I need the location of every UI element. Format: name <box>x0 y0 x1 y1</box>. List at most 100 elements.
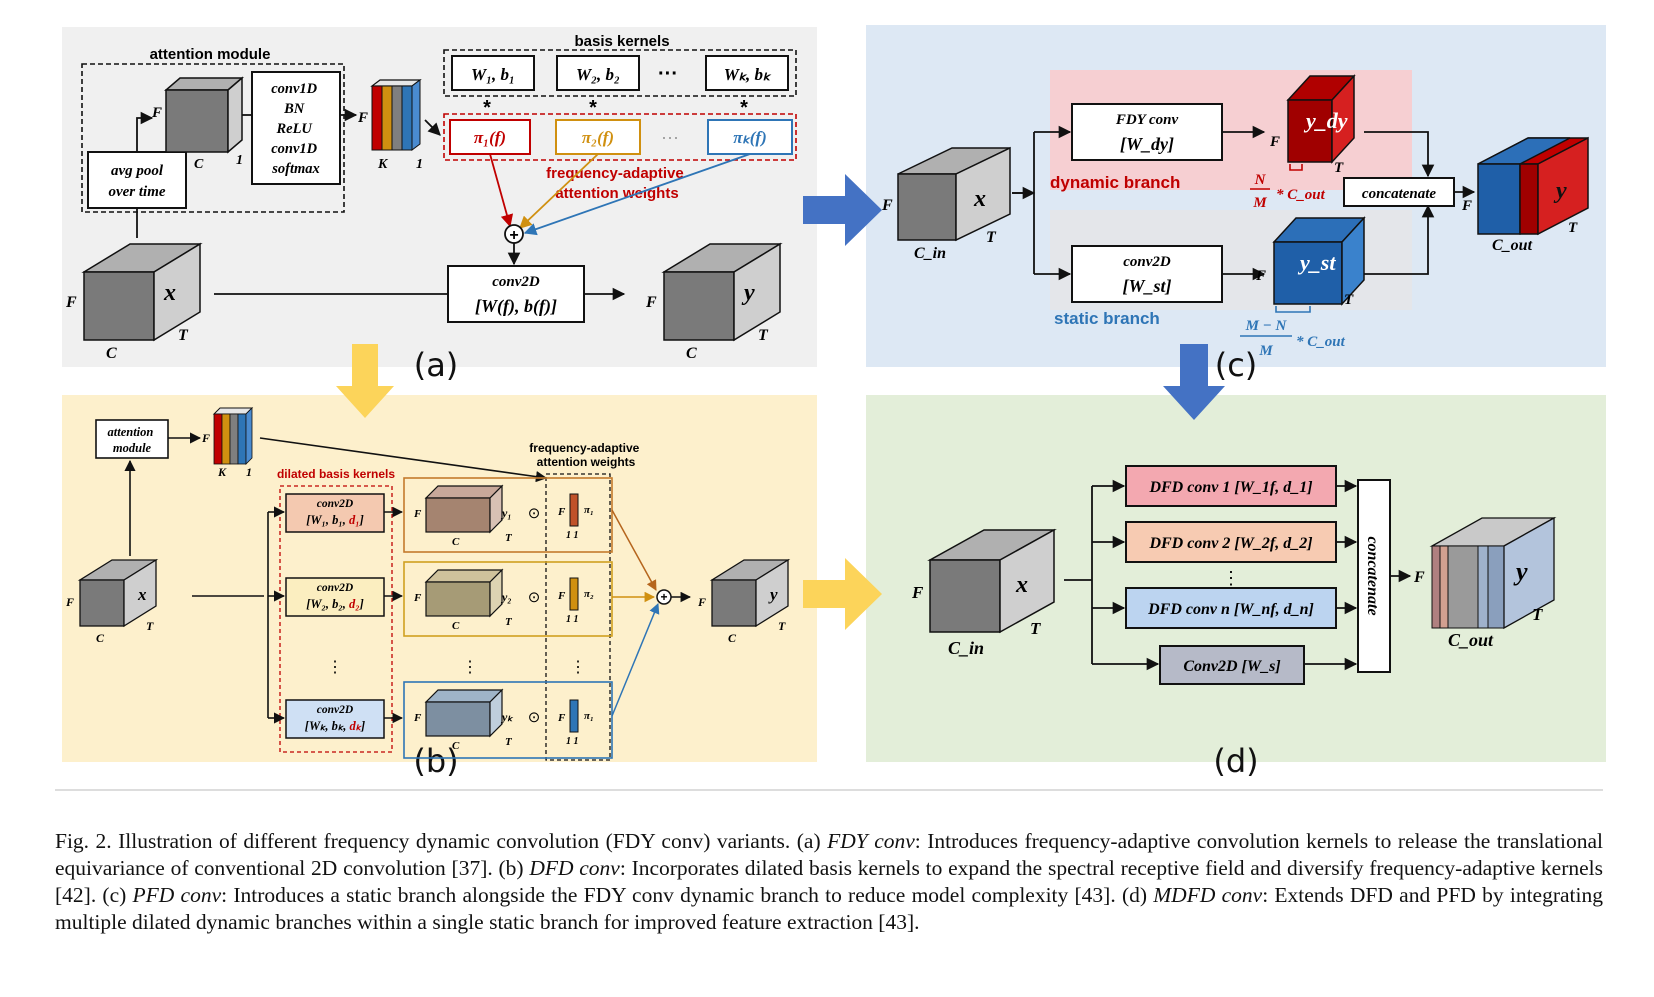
vdots-d: ⋮ <box>1222 568 1240 588</box>
caption-c-text: : Introduces a static branch alongside t… <box>221 883 1154 907</box>
caption-lead: Fig. 2. Illustration of different freque… <box>55 829 828 853</box>
conv-stack-3: ReLU <box>275 121 313 137</box>
row1-pi-bar <box>569 493 579 527</box>
caption-d-name: MDFD conv <box>1153 883 1263 907</box>
caption-a-name: FDY conv <box>827 829 915 853</box>
row1-params: [W₁, b₁, <box>306 513 349 527</box>
cube-ay-C: C <box>686 345 697 362</box>
dilated-kernel-k <box>285 699 385 739</box>
kernel-1-label: W₁, b₁ <box>471 65 515 84</box>
y-dy-cube <box>1286 74 1356 164</box>
rowk-pi-bar <box>569 699 579 733</box>
output-cube-d <box>1429 516 1557 630</box>
avg-pool-line-1: avg pool <box>111 163 164 179</box>
attention-module-b-1: attention <box>108 425 154 439</box>
row2-pi-F: F <box>557 590 566 602</box>
frac-st-tail: * C_out <box>1296 334 1346 350</box>
pi-2: π₂(f) <box>582 128 614 147</box>
row1-pi: π₁ <box>584 504 594 516</box>
conv-stack-4: conv1D <box>271 141 317 157</box>
cube-c-F: F <box>881 197 893 214</box>
y-dy: y_dy <box>1303 108 1348 133</box>
panel-d: x F C_in T DFD conv 1 [W_1f, d_1] DFD co… <box>911 465 1557 685</box>
cube-by-C: C <box>728 631 737 645</box>
basis-kernels-title: basis kernels <box>574 33 669 50</box>
rowk-d: dₖ <box>349 719 362 733</box>
cube-b-F: F <box>65 595 74 609</box>
attention-module-b-2: module <box>113 441 152 455</box>
rowk-output-box <box>403 681 613 759</box>
row2-pi-bar <box>569 577 579 611</box>
row1-close: ] <box>359 513 364 527</box>
kernel-2-label: W₂, b₂ <box>576 65 620 84</box>
cube-c-x: x <box>973 186 986 212</box>
panel-c: x F C_in T FDY conv [W_dy] conv2D [W_st]… <box>881 70 1589 359</box>
cube-d-cout: C_out <box>1448 630 1494 650</box>
row2-d: d₂ <box>349 597 360 611</box>
basis-kernels-box <box>443 49 797 97</box>
cube-b-x: x <box>137 585 147 604</box>
rowk-odot: ⊙ <box>528 709 541 726</box>
freq-attention-a-2: attention weights <box>555 185 678 202</box>
cube-a-small-F: F <box>151 105 162 121</box>
cube-d-T: T <box>1030 619 1041 638</box>
cube-by-F: F <box>697 595 706 609</box>
attention-module-b-box <box>95 419 169 459</box>
stack-b-F: F <box>201 431 210 445</box>
attention-weights-stack <box>370 79 422 151</box>
caption-b-text: : Incorporates dilated basis kernels to … <box>55 856 1603 907</box>
cube-a-x: x <box>163 280 176 306</box>
rowk-y: yₖ <box>500 710 514 724</box>
cube-d-x: x <box>1015 572 1028 598</box>
row1-pi-F: F <box>557 506 566 518</box>
caption-a-text: : Introduces frequency-adaptive convolut… <box>55 829 1603 880</box>
pi-k: πₖ(f) <box>733 128 767 147</box>
row2-C: C <box>452 620 460 632</box>
cube-ay-F: F <box>645 294 657 311</box>
row2-output-cube <box>424 568 504 618</box>
arrow-a-to-c <box>803 174 882 246</box>
fdy-conv-params: [W_dy] <box>1120 134 1174 154</box>
svg-text:conv1D BN ReLU: conv1D BN ReLU conv1D softmax <box>271 81 321 177</box>
row2-pi-11: 1 1 <box>566 614 579 625</box>
kernel-k-label: Wₖ, bₖ <box>724 65 772 84</box>
output-cube-a <box>661 242 783 342</box>
svg-text:[W₂, b₂, d₂]: [W₂, b₂, d₂] <box>306 597 364 611</box>
static-conv-label: Conv2D [W_s] <box>1183 658 1280 675</box>
arrow-b-to-d <box>803 558 882 630</box>
row2-odot: ⊙ <box>528 589 541 606</box>
cube-ay-T: T <box>758 327 769 344</box>
stack-b-K: K <box>217 465 227 479</box>
star-1: * <box>483 97 491 119</box>
caption-d-text: : Extends DFD and PFD by integrating mul… <box>55 883 1603 934</box>
cube-a-F: F <box>65 294 77 311</box>
input-cube-c <box>897 146 1011 242</box>
cube-a-small-1: 1 <box>236 153 243 168</box>
row2-T: T <box>505 616 513 628</box>
frac-dyn-tail: * C_out <box>1276 187 1326 203</box>
fdy-conv-label: FDY conv <box>1115 112 1179 128</box>
dilated-kernels-box <box>279 485 393 753</box>
row1-C: C <box>452 536 460 548</box>
cube-c-cin: C_in <box>914 245 946 262</box>
panel-label-a: (a) <box>414 346 459 384</box>
cube-a-C: C <box>106 345 117 362</box>
conv2d-c-label: conv2D <box>1123 254 1171 270</box>
attention-module-box <box>81 63 345 213</box>
attention-feature-cube <box>163 76 245 154</box>
concatenate-c: concatenate <box>1362 186 1436 202</box>
attention-weights-stack-b <box>212 407 254 465</box>
svg-text:frequency-adaptive atten: frequency-adaptive attention weights <box>529 441 642 469</box>
attention-module-title: attention module <box>150 46 271 63</box>
svg-text:attention module: attention module <box>108 425 157 455</box>
y-st: y_st <box>1297 250 1336 275</box>
y-st-F: F <box>1255 268 1266 284</box>
cube-b-y: y <box>768 585 778 604</box>
freq-attention-a-1: frequency-adaptive <box>546 165 684 182</box>
input-cube-a <box>81 242 203 342</box>
rowk-output-cube <box>424 688 504 738</box>
dfd-branch-2: DFD conv 2 [W_2f, d_2] <box>1148 535 1312 552</box>
cube-dy-T: T <box>1532 605 1543 624</box>
static-conv-box <box>1159 645 1305 685</box>
